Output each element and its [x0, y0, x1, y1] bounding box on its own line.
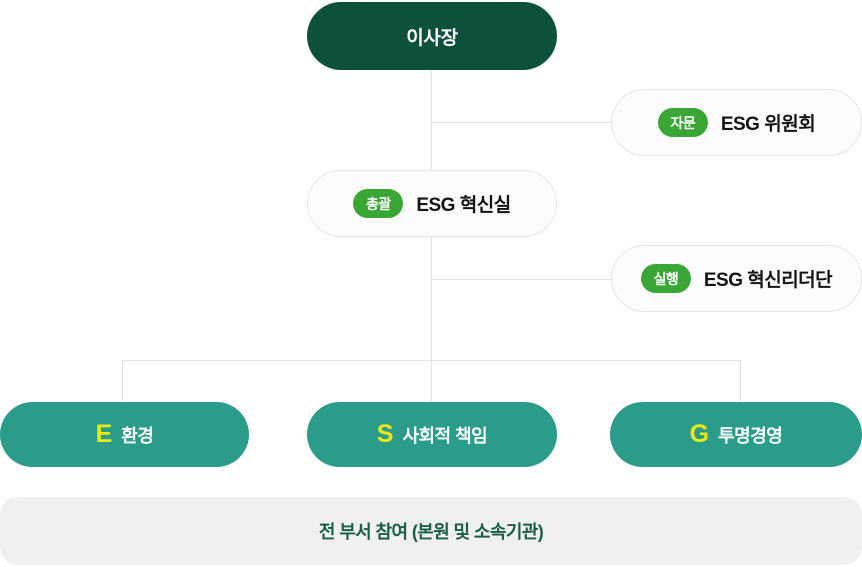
connector-spine-office-to-distribution — [431, 237, 432, 402]
node-pillar-governance-label: 투명경영 — [718, 425, 783, 446]
node-esg-innovation-leaders-label: ESG 혁신리더단 — [703, 270, 833, 291]
node-pillar-environment[interactable]: E 환경 — [0, 402, 249, 467]
node-pillar-environment-letter: E — [95, 420, 113, 448]
node-chairman[interactable]: 이사장 — [307, 2, 557, 70]
node-esg-innovation-office-role-badge: 총괄 — [353, 189, 404, 218]
node-esg-committee[interactable]: 자문 ESG 위원회 — [611, 89, 862, 156]
node-esg-innovation-leaders-role-badge: 실행 — [640, 264, 691, 293]
node-esg-innovation-leaders[interactable]: 실행 ESG 혁신리더단 — [611, 245, 862, 312]
connector-drop-pillar-g — [740, 360, 741, 402]
node-esg-committee-label: ESG 위원회 — [720, 114, 816, 135]
connector-branch-leaders — [431, 279, 612, 280]
node-pillar-governance[interactable]: G 투명경영 — [610, 402, 862, 467]
node-all-departments-band: 전 부서 참여 (본원 및 소속기관) — [0, 497, 862, 565]
node-esg-innovation-office[interactable]: 총괄 ESG 혁신실 — [307, 170, 557, 237]
connector-spine-chairman-to-office — [431, 70, 432, 170]
node-pillar-environment-label: 환경 — [121, 425, 154, 446]
node-pillar-governance-letter: G — [689, 420, 710, 448]
connector-distribution-bar — [122, 360, 741, 361]
node-chairman-label: 이사장 — [406, 27, 458, 49]
node-pillar-social-label: 사회적 책임 — [402, 425, 488, 446]
node-esg-innovation-office-label: ESG 혁신실 — [416, 195, 511, 216]
connector-branch-committee — [431, 122, 612, 123]
node-esg-committee-role-badge: 자문 — [657, 108, 708, 137]
connector-drop-pillar-e — [122, 360, 123, 402]
node-pillar-social-letter: S — [376, 420, 394, 448]
node-pillar-social[interactable]: S 사회적 책임 — [307, 402, 557, 467]
node-all-departments-label: 전 부서 참여 (본원 및 소속기관) — [318, 522, 544, 542]
